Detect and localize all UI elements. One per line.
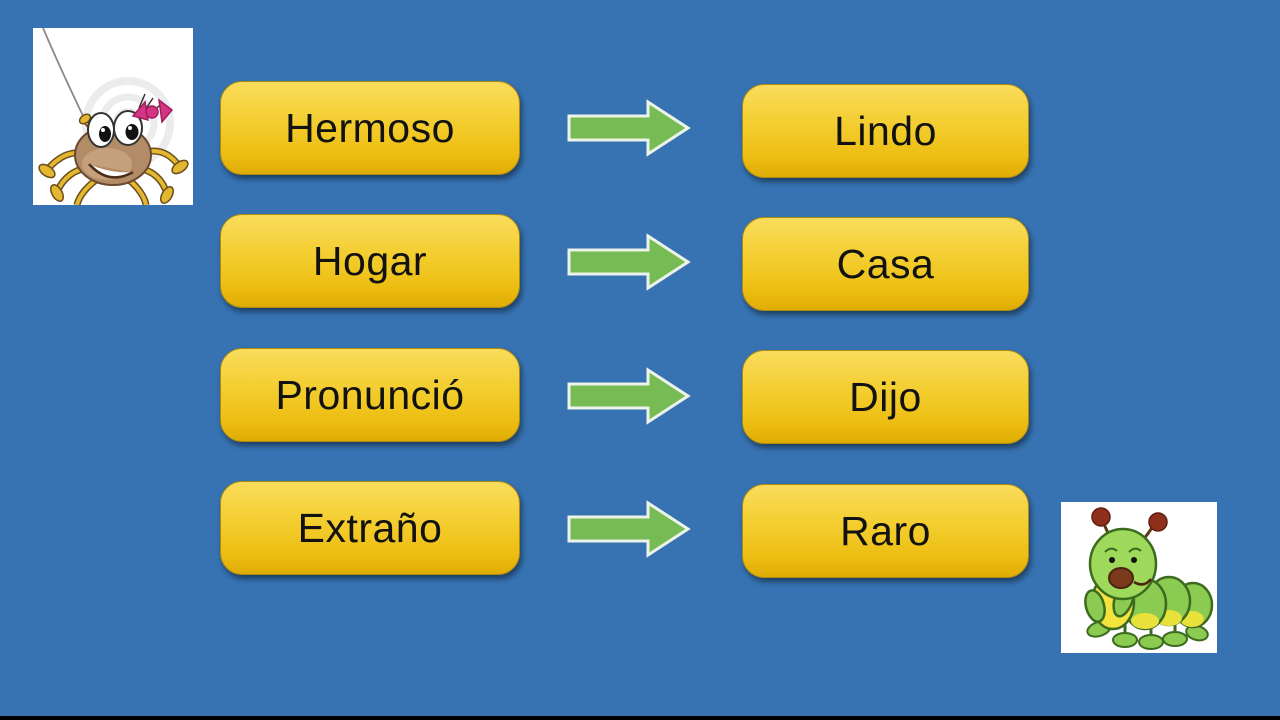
arrow-right-icon <box>567 232 691 292</box>
synonym-word-right: Dijo <box>849 373 922 420</box>
word-box-left: Pronunció <box>220 348 520 442</box>
synonym-word-right: Raro <box>840 507 931 554</box>
spider-illustration <box>33 28 193 205</box>
synonym-word-right: Casa <box>836 240 935 287</box>
word-box-right: Casa <box>742 217 1029 311</box>
word-box-right: Dijo <box>742 350 1029 444</box>
synonym-word-left: Hogar <box>312 237 428 284</box>
word-box-right: Raro <box>742 484 1029 578</box>
word-box-left: Extraño <box>220 481 520 575</box>
word-box-right: Lindo <box>742 84 1029 178</box>
word-box-left: Hermoso <box>220 81 520 175</box>
synonym-word-left: Extraño <box>297 504 443 551</box>
synonym-word-right: Lindo <box>834 107 937 154</box>
caterpillar-illustration <box>1061 502 1217 653</box>
arrow-right-icon <box>567 499 691 559</box>
synonym-word-left: Pronunció <box>275 371 465 418</box>
caterpillar-icon <box>1084 507 1214 650</box>
word-box-left: Hogar <box>220 214 520 308</box>
letterbox-bar <box>0 716 1280 720</box>
synonym-word-left: Hermoso <box>285 104 455 151</box>
arrow-right-icon <box>567 366 691 426</box>
spider-icon <box>38 28 189 205</box>
arrow-right-icon <box>567 98 691 158</box>
